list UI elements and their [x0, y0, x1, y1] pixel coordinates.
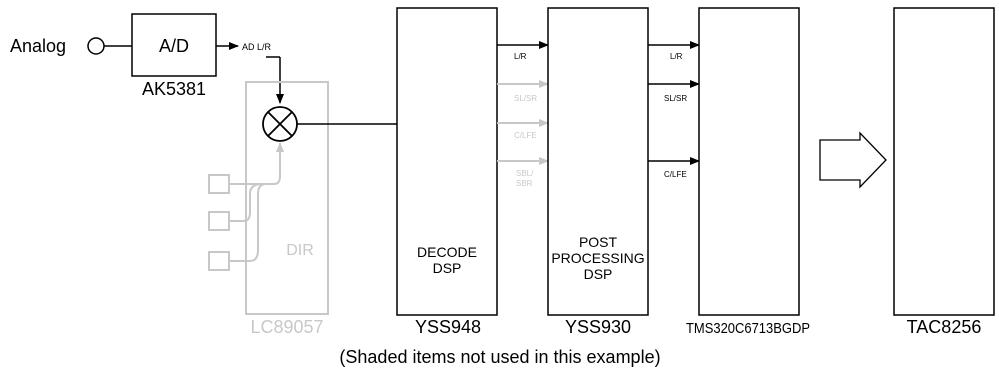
dir-block-label: DIR [286, 242, 314, 259]
diagram-caption: (Shaded items not used in this example) [339, 347, 660, 367]
dir-block [245, 81, 329, 315]
post-dsp-part: YSS930 [565, 317, 631, 337]
ad-output-label: AD L/R [242, 42, 272, 52]
tac8256-part: TAC8256 [907, 317, 982, 337]
decode-sbl-label: SBL/ [516, 169, 534, 178]
data-flow-arrow [819, 131, 887, 189]
dir-to-mixer-wire [262, 142, 284, 185]
decode-dsp-label-line2: DSP [433, 260, 462, 276]
ad-block [131, 13, 217, 77]
post-dsp-label-line1: POST [579, 234, 618, 250]
analog-input-terminal [87, 37, 105, 55]
analog-label: Analog [10, 36, 66, 56]
tms320-part: TMS320C6713BGDP [686, 320, 810, 337]
dir-input-3 [208, 251, 230, 271]
ad-block-label: A/D [159, 36, 189, 56]
decode-sbr-label: SBR [516, 179, 533, 188]
decode-clfe-label: C/LFE [514, 131, 537, 140]
dir-input-2-wire [229, 183, 263, 222]
post-clfe-label: C/LFE [664, 170, 687, 179]
post-slsr-label: SL/SR [664, 94, 687, 103]
dir-input-1 [208, 174, 230, 194]
decode-lr-label: L/R [514, 52, 527, 61]
post-dsp-label-line3: DSP [584, 266, 613, 282]
dir-input-3-wire [229, 183, 267, 262]
dir-block-part: LC89057 [250, 317, 323, 337]
post-processing-dsp-block [547, 7, 649, 316]
dir-input-2 [208, 211, 230, 231]
decode-dsp-block [396, 7, 498, 316]
post-lr-label: L/R [670, 52, 683, 61]
tac8256-block [893, 7, 995, 316]
decode-dsp-part: YSS948 [415, 317, 481, 337]
decode-dsp-label-line1: DECODE [417, 244, 477, 260]
decode-slsr-label: SL/SR [514, 94, 537, 103]
post-dsp-label-line2: PROCESSING [551, 250, 644, 266]
mixer-cross-b [267, 111, 293, 137]
ad-block-part: AK5381 [142, 79, 206, 99]
tms320-block [698, 7, 800, 316]
